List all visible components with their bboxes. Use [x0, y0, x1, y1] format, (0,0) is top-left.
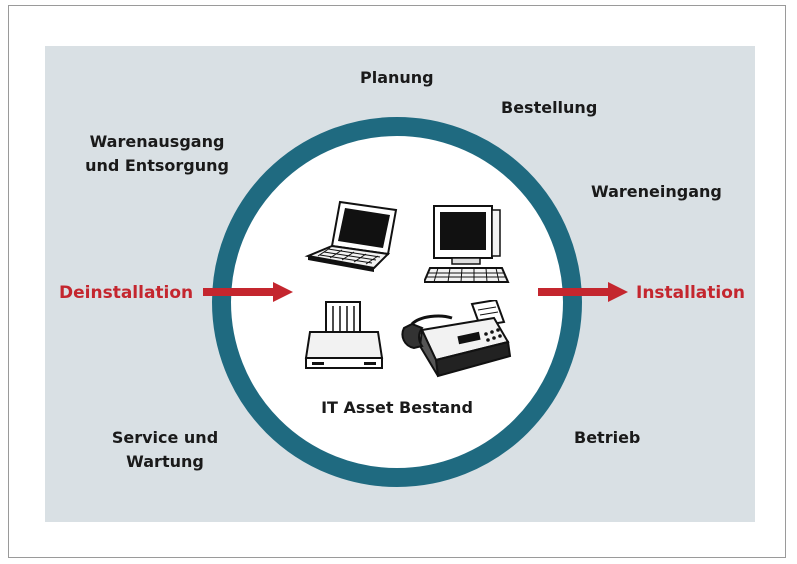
desktop-computer-icon [424, 205, 510, 283]
stage-service-line1: Service und [111, 428, 219, 447]
stage-warenausgang-line1: Warenausgang [89, 132, 225, 151]
stage-warenausgang-entsorgung: Warenausgang und Entsorgung [72, 130, 242, 178]
fax-machine-icon [401, 300, 512, 378]
arrow-out-icon [538, 282, 628, 302]
stage-warenausgang-line2: und Entsorgung [85, 156, 229, 175]
stage-planung: Planung [360, 68, 434, 87]
stage-service-wartung: Service und Wartung [100, 426, 230, 474]
arrow-in-icon [203, 282, 293, 302]
stage-wareneingang: Wareneingang [591, 182, 722, 201]
stage-installation: Installation [636, 283, 746, 303]
printer-icon [304, 301, 384, 369]
asset-inventory-circle [212, 117, 582, 487]
stage-bestellung: Bestellung [501, 98, 598, 117]
laptop-icon [304, 200, 398, 272]
stage-deinstallation: Deinstallation [59, 283, 194, 303]
stage-service-line2: Wartung [126, 452, 204, 471]
center-label: IT Asset Bestand [321, 398, 473, 417]
stage-betrieb: Betrieb [574, 428, 641, 447]
